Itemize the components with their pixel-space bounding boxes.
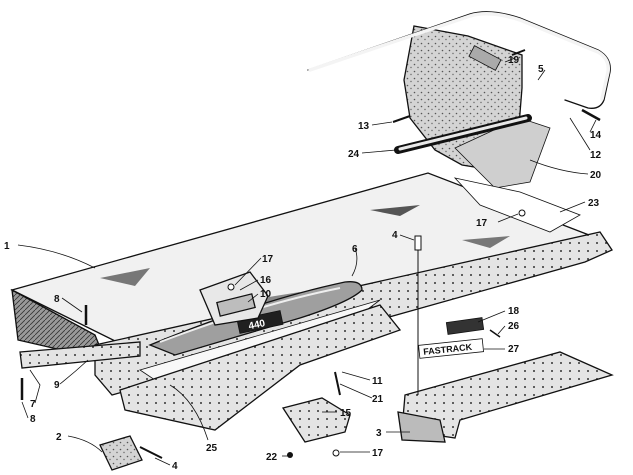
callout-17-upper: 17 (262, 254, 274, 265)
fastrack-decal (418, 338, 484, 359)
flap-rod-highlight (398, 116, 528, 151)
callout-2: 2 (56, 432, 62, 443)
model-plate-text: 440 (248, 318, 267, 332)
callout-23: 23 (588, 198, 600, 209)
tunnel-shading-3 (462, 236, 510, 248)
nut-17-lower (332, 449, 340, 457)
callout-10: 10 (260, 289, 272, 300)
callout-8-upper: 8 (54, 294, 60, 305)
callout-16: 16 (260, 275, 272, 286)
callout-27: 27 (508, 344, 520, 355)
callout-15: 15 (340, 408, 352, 419)
callout-6: 6 (352, 244, 358, 255)
callout-26: 26 (508, 321, 520, 332)
callout-14: 14 (590, 130, 602, 141)
callout-22: 22 (266, 452, 278, 463)
callout-17-middle: 17 (476, 218, 488, 229)
rear-brace-foot (397, 411, 446, 443)
bolt-4-lower (139, 446, 163, 459)
screw-19 (511, 49, 526, 56)
screw-11 (334, 371, 341, 396)
bolt-14 (581, 108, 601, 122)
callout-19: 19 (508, 55, 520, 66)
callout-12: 12 (590, 150, 602, 161)
callout-17-lower: 17 (372, 448, 384, 459)
tunnel-shading-1 (370, 205, 420, 216)
nut-17-mid (518, 209, 526, 217)
callout-25: 25 (206, 443, 218, 454)
screw-13 (392, 115, 411, 123)
tunnel-rear-cutout (453, 177, 581, 233)
callout-9: 9 (54, 380, 60, 391)
grab-bar-bracket (468, 45, 502, 71)
leader-lines (17, 57, 597, 466)
callout-13: 13 (358, 121, 370, 132)
callout-4-upper: 4 (392, 230, 398, 241)
rear-grab-bar (307, 11, 611, 109)
rivet-22 (287, 452, 293, 458)
reflector (99, 435, 143, 471)
callout-11: 11 (372, 376, 383, 387)
callout-1: 1 (4, 241, 10, 252)
hitch-block (216, 293, 256, 317)
callout-7: 7 (30, 399, 36, 410)
callouts: 1 2 3 4 4 5 6 7 8 8 9 10 11 12 13 14 15 … (4, 55, 602, 472)
long-bolt-head (414, 235, 422, 251)
callout-4-lower: 4 (172, 461, 178, 472)
nut-17-upper (227, 283, 235, 291)
callout-21: 21 (372, 394, 384, 405)
callout-24: 24 (348, 149, 360, 160)
screw-26 (489, 329, 501, 338)
callout-20: 20 (590, 170, 602, 181)
running-board (119, 304, 402, 431)
callout-5: 5 (538, 64, 544, 75)
rear-decal (445, 317, 485, 335)
tunnel-shading-2 (100, 268, 150, 286)
callout-8-lower: 8 (30, 414, 36, 425)
callout-18: 18 (508, 306, 520, 317)
rear-grab-bar-highlight (308, 12, 611, 101)
left-front-rail (19, 341, 141, 369)
footrest-plate (281, 397, 351, 443)
callout-3: 3 (376, 428, 382, 439)
